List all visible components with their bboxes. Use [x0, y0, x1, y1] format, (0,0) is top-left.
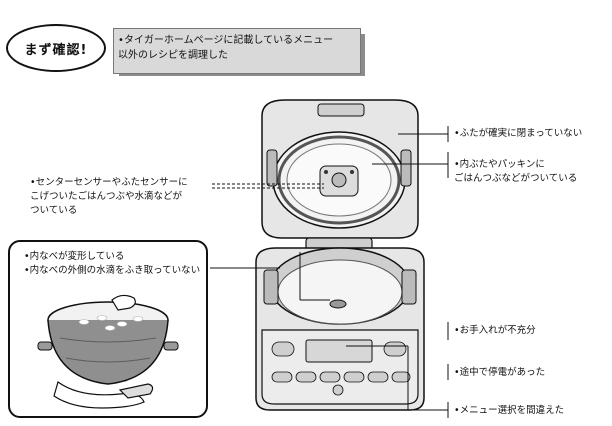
inner-pot-illustration	[37, 294, 179, 409]
callout-wrong-menu: •メニュー選択を間違えた	[454, 405, 565, 416]
callout-sensor-line-2: こげついたごはんつぶや水滴などが	[30, 191, 183, 202]
badge-label: まず確認!	[24, 42, 88, 58]
inset-line-2: •内なべの外側の水滴をふき取っていない	[24, 265, 201, 276]
inner-pot-inset: •内なべが変形している •内なべの外側の水滴をふき取っていない	[8, 240, 208, 418]
callout-sensor: •センターセンサーやふたセンサーに こげついたごはんつぶや水滴などが ついている	[30, 176, 188, 218]
leader-lines	[210, 126, 449, 418]
callout-care: •お手入れが不充分	[454, 325, 536, 336]
callout-inner-lid-line-2: ごはんつぶなどがついている	[454, 173, 578, 184]
control-panel	[261, 329, 419, 405]
notice-box: •タイガーホームページに記載しているメニュー 以外のレシピを調理した	[113, 28, 361, 74]
lcd-display	[305, 339, 373, 363]
callout-inner-lid: •内ぶたやパッキンに ごはんつぶなどがついている	[454, 158, 577, 186]
inset-text: •内なべが変形している •内なべの外側の水滴をふき取っていない	[24, 250, 200, 278]
cooker-body	[255, 247, 425, 411]
callout-sensor-line-1: •センターセンサーやふたセンサーに	[30, 177, 188, 188]
steam-vent-icon	[319, 165, 359, 197]
inset-line-1: •内なべが変形している	[24, 251, 125, 262]
notice-line-1: •タイガーホームページに記載しているメニュー	[118, 35, 334, 46]
confirm-first-badge: まず確認!	[6, 24, 106, 72]
callout-power-outage: •途中で停電があった	[454, 367, 546, 378]
callout-lid-not-closed: •ふたが確実に閉まっていない	[454, 128, 583, 139]
inner-pot-icon	[37, 301, 179, 385]
callout-inner-lid-line-1: •内ぶたやパッキンに	[454, 159, 545, 170]
cooker-lid	[261, 99, 419, 239]
notice-line-2: 以外のレシピを調理した	[118, 50, 228, 61]
callout-sensor-line-3: ついている	[30, 205, 78, 216]
center-sensor-icon	[329, 299, 347, 309]
hand-icon	[53, 294, 154, 409]
